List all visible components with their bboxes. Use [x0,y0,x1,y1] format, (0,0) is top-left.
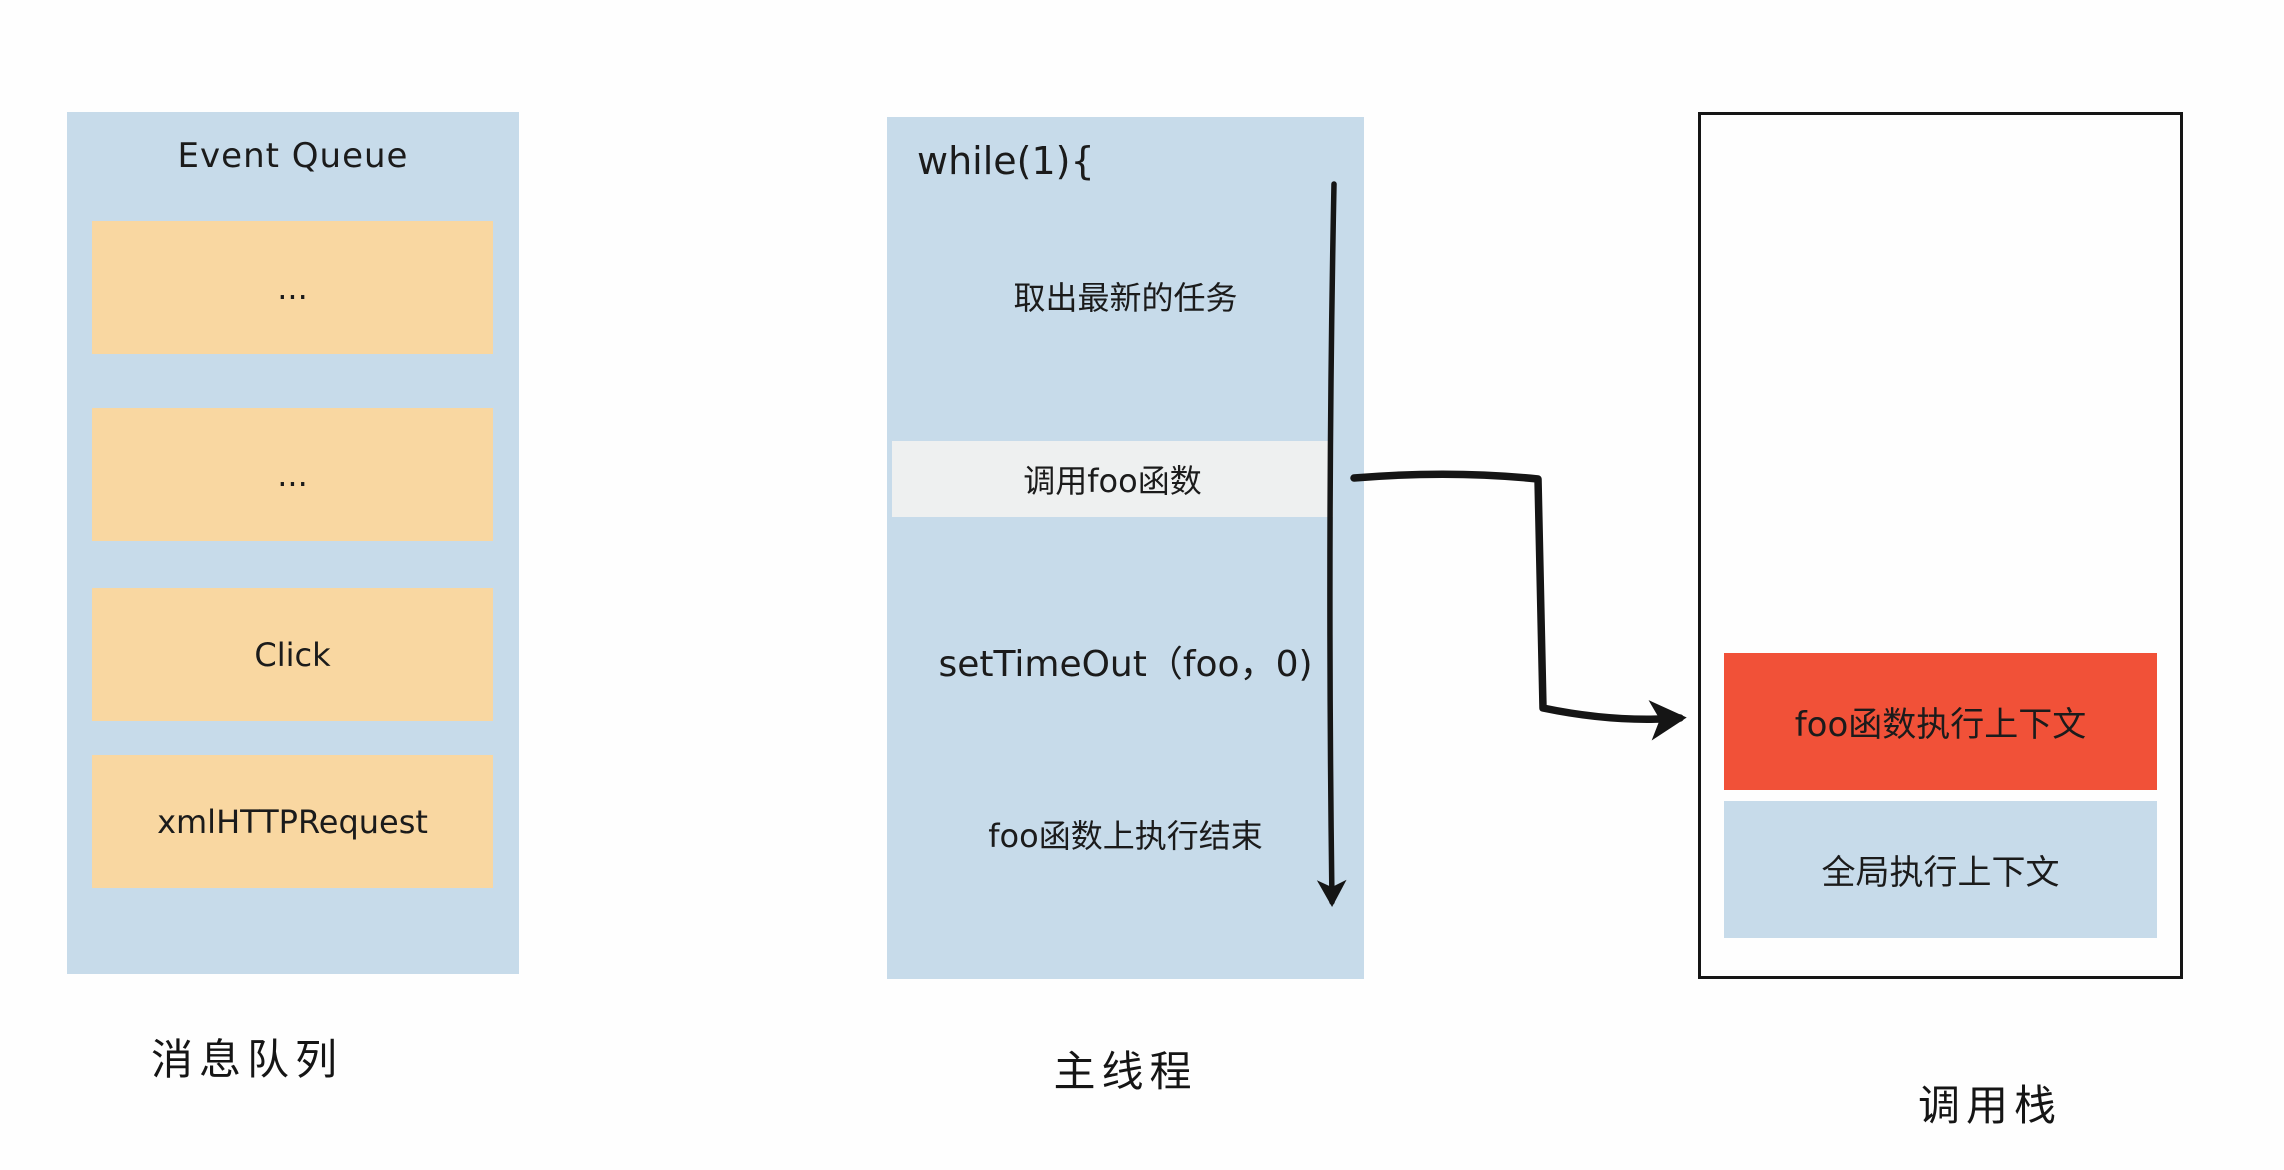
event-queue-title: Event Queue [177,136,409,176]
event-queue-panel: Event Queue ... ... Click xmlHTTPRequest [67,112,519,974]
call-foo-to-stack-arrow [1350,470,1687,741]
step-call-foo-band: 调用foo函数 [892,441,1333,517]
step-call-foo-label: 调用foo函数 [1023,462,1202,500]
main-thread-panel: while(1){ 取出最新的任务 调用foo函数 setTimeOut（foo… [887,117,1364,979]
stack-frame-global-context: 全局执行上下文 [1724,801,2157,938]
queue-item-placeholder-1: ... [92,221,493,354]
step-settimeout: setTimeOut（foo，0) [938,644,1313,685]
step-foo-finished: foo函数上执行结束 [988,817,1263,855]
event-queue-caption: 消息队列 [150,1035,343,1084]
while-loop-label: while(1){ [917,139,1095,183]
step-fetch-task: 取出最新的任务 [1013,279,1238,317]
call-stack-caption: 调用栈 [1917,1081,2062,1130]
queue-item-placeholder-2: ... [92,408,493,541]
stack-frame-foo-context: foo函数执行上下文 [1724,653,2157,790]
queue-item-xmlhttprequest: xmlHTTPRequest [92,755,493,888]
queue-item-click: Click [92,588,493,721]
main-thread-caption: 主线程 [1053,1047,1198,1096]
call-stack-panel: foo函数执行上下文 全局执行上下文 [1698,112,2183,979]
